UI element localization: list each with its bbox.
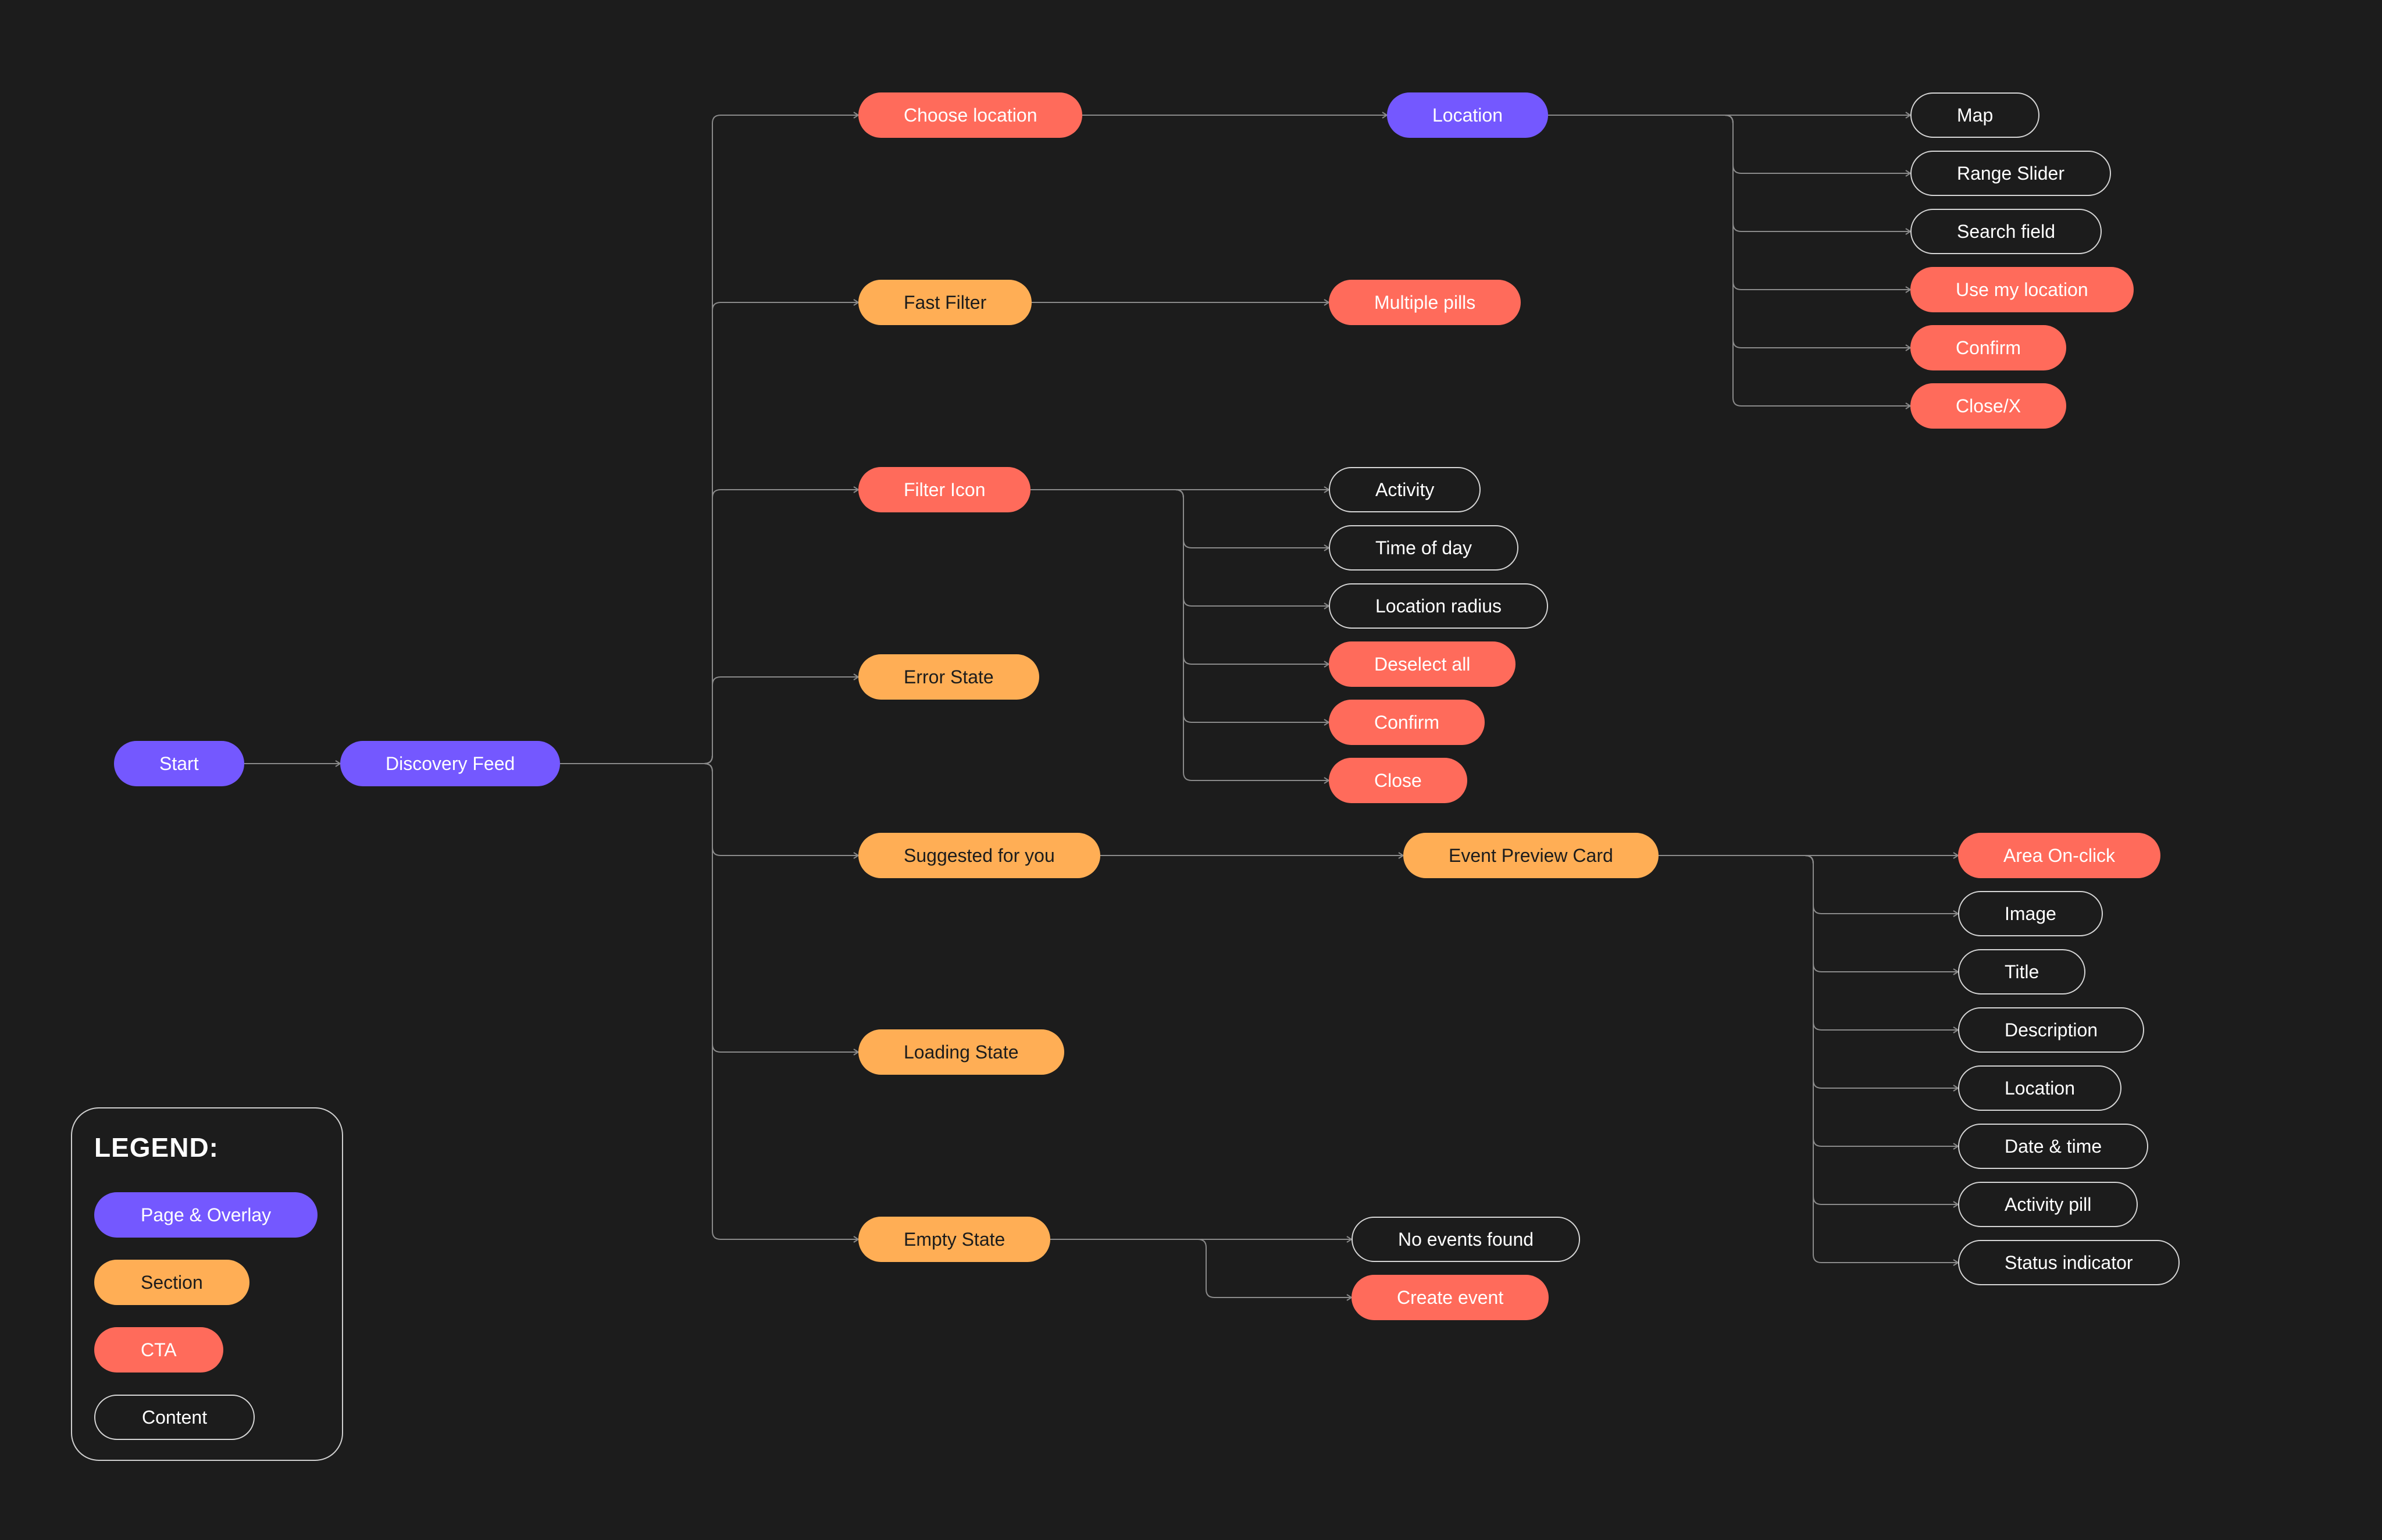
node-location-radius[interactable]: Location radius	[1329, 583, 1549, 629]
node-description[interactable]: Description	[1958, 1007, 2145, 1053]
node-date-time[interactable]: Date & time	[1958, 1124, 2149, 1169]
legend-cta: CTA	[94, 1327, 223, 1373]
node-confirm-filter[interactable]: Confirm	[1329, 700, 1485, 745]
connector-line	[560, 489, 858, 764]
connector-line	[1659, 855, 1958, 1031]
node-filter-icon[interactable]: Filter Icon	[858, 467, 1031, 512]
node-card-location[interactable]: Location	[1958, 1065, 2121, 1111]
node-title[interactable]: Title	[1958, 949, 2086, 994]
connector-line	[560, 302, 858, 764]
node-image[interactable]: Image	[1958, 891, 2103, 936]
node-close-filter[interactable]: Close	[1329, 758, 1467, 803]
node-status-indicator[interactable]: Status indicator	[1958, 1240, 2180, 1285]
node-start[interactable]: Start	[114, 741, 244, 786]
node-time-of-day[interactable]: Time of day	[1329, 525, 1518, 571]
node-empty-state[interactable]: Empty State	[858, 1217, 1051, 1262]
node-deselect-all[interactable]: Deselect all	[1329, 641, 1516, 687]
node-suggested-for-you[interactable]: Suggested for you	[858, 833, 1100, 878]
connector-line	[560, 115, 858, 764]
node-discovery-feed[interactable]: Discovery Feed	[340, 741, 561, 786]
node-map[interactable]: Map	[1910, 92, 2040, 138]
node-multiple-pills[interactable]: Multiple pills	[1329, 280, 1521, 325]
connector-line	[1050, 1239, 1352, 1298]
node-area-on-click[interactable]: Area On-click	[1958, 833, 2161, 878]
legend-content: Content	[94, 1395, 255, 1440]
node-range-slider[interactable]: Range Slider	[1910, 151, 2111, 196]
node-confirm-location[interactable]: Confirm	[1910, 325, 2067, 370]
node-fast-filter[interactable]: Fast Filter	[858, 280, 1032, 325]
node-activity-pill[interactable]: Activity pill	[1958, 1182, 2138, 1227]
connector-line	[560, 763, 858, 856]
connector-line	[1548, 115, 1910, 174]
node-search-field[interactable]: Search field	[1910, 209, 2102, 254]
node-close-x[interactable]: Close/X	[1910, 383, 2067, 429]
connector-line	[1659, 855, 1958, 1263]
connector-line	[560, 676, 858, 764]
connector-line	[1548, 115, 1910, 290]
legend-page-overlay: Page & Overlay	[94, 1192, 318, 1238]
node-loading-state[interactable]: Loading State	[858, 1029, 1064, 1075]
connector-line	[1659, 855, 1958, 914]
node-choose-location[interactable]: Choose location	[858, 92, 1083, 138]
node-activity[interactable]: Activity	[1329, 467, 1481, 512]
legend-panel: LEGEND: Page & Overlay Section CTA Conte…	[71, 1107, 343, 1461]
legend-title: LEGEND:	[94, 1132, 219, 1163]
node-use-my-location[interactable]: Use my location	[1910, 267, 2134, 312]
connector-line	[1548, 115, 1910, 407]
connector-line	[1030, 489, 1329, 781]
connector-line	[1030, 489, 1329, 548]
node-location-page[interactable]: Location	[1387, 92, 1548, 138]
connector-line	[1659, 855, 1958, 1147]
node-no-events-found[interactable]: No events found	[1352, 1217, 1581, 1262]
legend-section: Section	[94, 1260, 249, 1305]
connector-line	[1030, 489, 1329, 665]
node-event-preview-card[interactable]: Event Preview Card	[1403, 833, 1659, 878]
node-error-state[interactable]: Error State	[858, 654, 1039, 700]
connector-line	[560, 763, 858, 1240]
node-create-event[interactable]: Create event	[1352, 1275, 1549, 1320]
connector-line	[560, 763, 858, 1053]
